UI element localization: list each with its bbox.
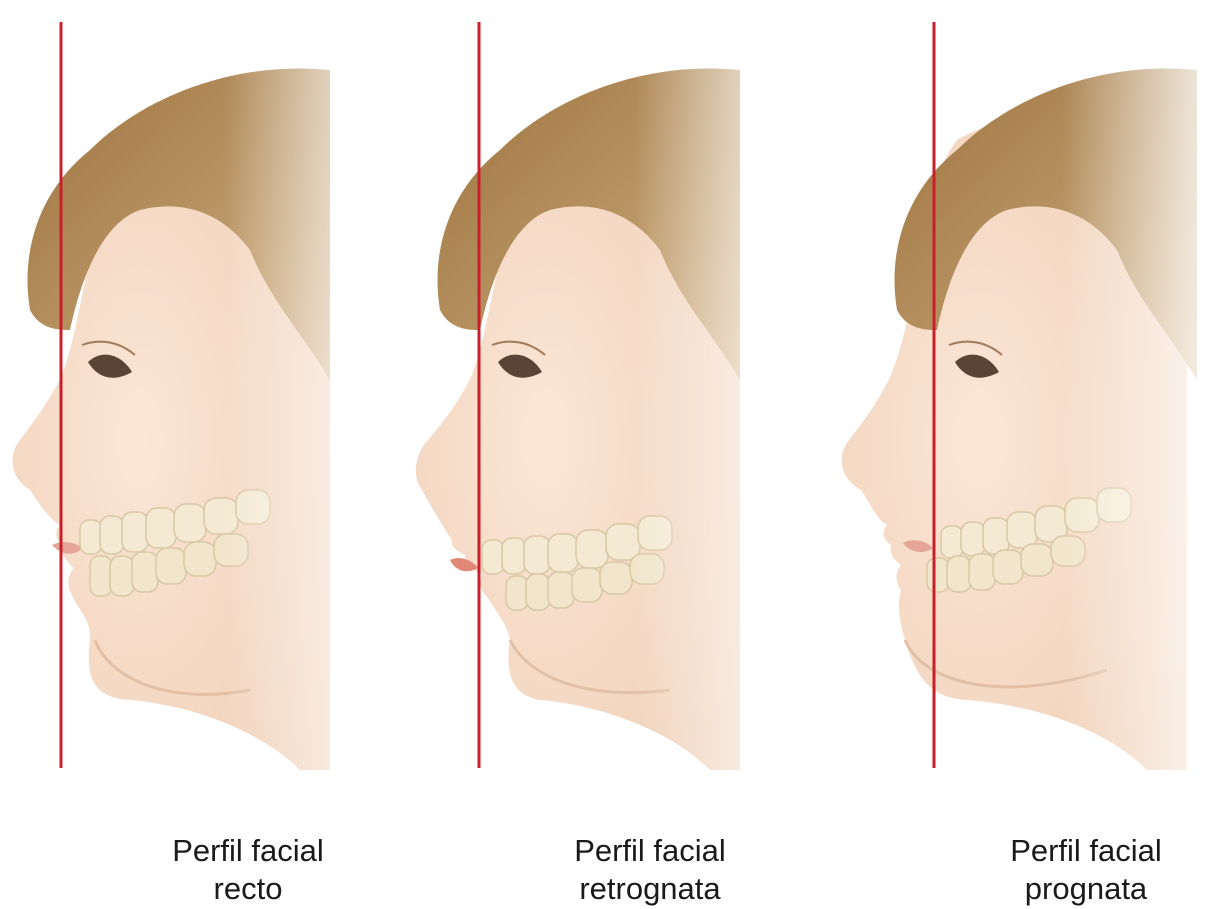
caption-line-2: prognata [936,870,1225,908]
caption: Perfil facial prognata [936,832,1225,908]
caption-line-1: Perfil facial [98,832,398,870]
face-profile-prognata-illustration [817,0,1225,800]
caption-line-1: Perfil facial [500,832,800,870]
profile-panel-recto: Perfil facial recto [0,0,408,909]
caption: Perfil facial recto [98,832,398,908]
profile-panel-retrognata: Perfil facial retrognata [410,0,818,909]
face-profile-recto-illustration [0,0,408,800]
face-profile-retrognata-illustration [410,0,818,800]
profile-panel-prognata: Perfil facial prognata [817,0,1225,909]
caption-line-1: Perfil facial [936,832,1225,870]
caption: Perfil facial retrognata [500,832,800,908]
caption-line-2: recto [98,870,398,908]
caption-line-2: retrognata [500,870,800,908]
